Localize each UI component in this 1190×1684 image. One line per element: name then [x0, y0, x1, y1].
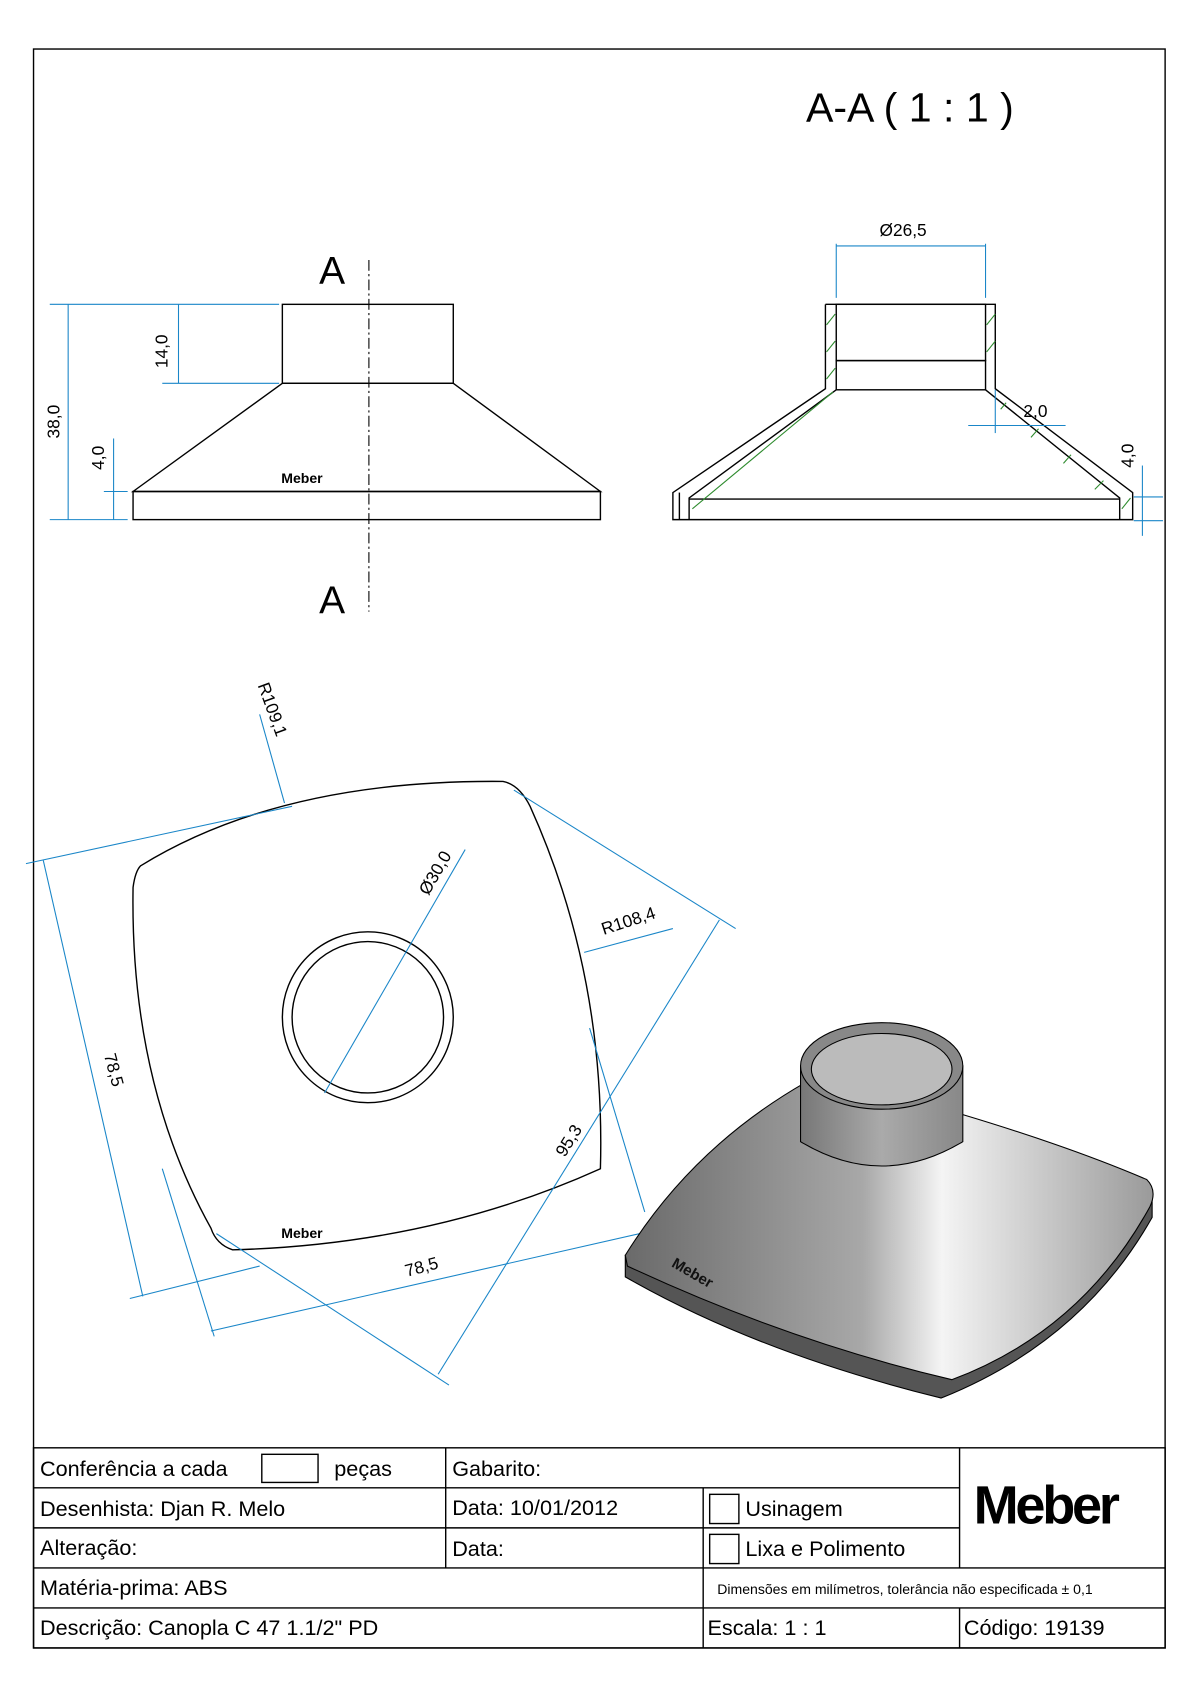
dim-hole-diameter: Ø30,0 — [415, 847, 456, 898]
dim-wall: 2,0 — [1023, 401, 1047, 421]
alteracao-data: Data: — [452, 1536, 504, 1561]
conferencia-input[interactable] — [261, 1453, 319, 1484]
section-view: Ø26,5 2,0 4,0 — [672, 220, 1163, 536]
dim-inner-diameter: Ø26,5 — [880, 220, 927, 240]
sheet-border — [32, 48, 1166, 1649]
brand-mark-top: Meber — [281, 1225, 323, 1241]
dim-side-b: 78,5 — [403, 1253, 441, 1281]
dim-height-total: 38,0 — [44, 405, 64, 439]
data-date: Data: 10/01/2012 — [452, 1495, 618, 1520]
brand-mark-front: Meber — [281, 470, 323, 486]
meber-logo: Meber — [974, 1476, 1120, 1536]
materia-prima: Matéria-prima: ABS — [40, 1575, 227, 1600]
front-view: A A Meber 38,0 14,0 4,0 — [44, 250, 603, 623]
usinagem-label: Usinagem — [745, 1496, 842, 1521]
dim-neck-height: 14,0 — [152, 334, 172, 368]
desenhista: Desenhista: Djan R. Melo — [40, 1496, 285, 1521]
gabarito-label: Gabarito: — [452, 1456, 541, 1481]
dim-diagonal: 95,3 — [551, 1121, 586, 1160]
escala: Escala: 1 : 1 — [708, 1615, 827, 1640]
usinagem-checkbox[interactable] — [708, 1493, 740, 1525]
dim-base-height: 4,0 — [88, 446, 108, 470]
pecas-label: peças — [334, 1456, 392, 1481]
title-block: Conferência a cada peças Gabarito: Desen… — [32, 1447, 1166, 1649]
dim-side-a: 78,5 — [100, 1051, 128, 1089]
section-marker-bottom: A — [319, 580, 345, 623]
dimensoes-note: Dimensões em milímetros, tolerância não … — [717, 1581, 1093, 1597]
codigo: Código: 19139 — [964, 1615, 1105, 1640]
dim-radius-top: R109,1 — [254, 680, 292, 739]
section-marker-top: A — [319, 250, 345, 293]
lixa-label: Lixa e Polimento — [745, 1536, 905, 1561]
lixa-checkbox[interactable] — [708, 1533, 740, 1565]
dim-base-height-section: 4,0 — [1118, 444, 1138, 468]
conferencia-label: Conferência a cada — [40, 1456, 229, 1481]
dim-radius-side: R108,4 — [599, 902, 659, 938]
section-title: A-A ( 1 : 1 ) — [806, 85, 1014, 131]
3d-render: Meber — [624, 1022, 1154, 1399]
descricao: Descrição: Canopla C 47 1.1/2" PD — [40, 1615, 378, 1640]
alteracao-label: Alteração: — [40, 1535, 137, 1560]
